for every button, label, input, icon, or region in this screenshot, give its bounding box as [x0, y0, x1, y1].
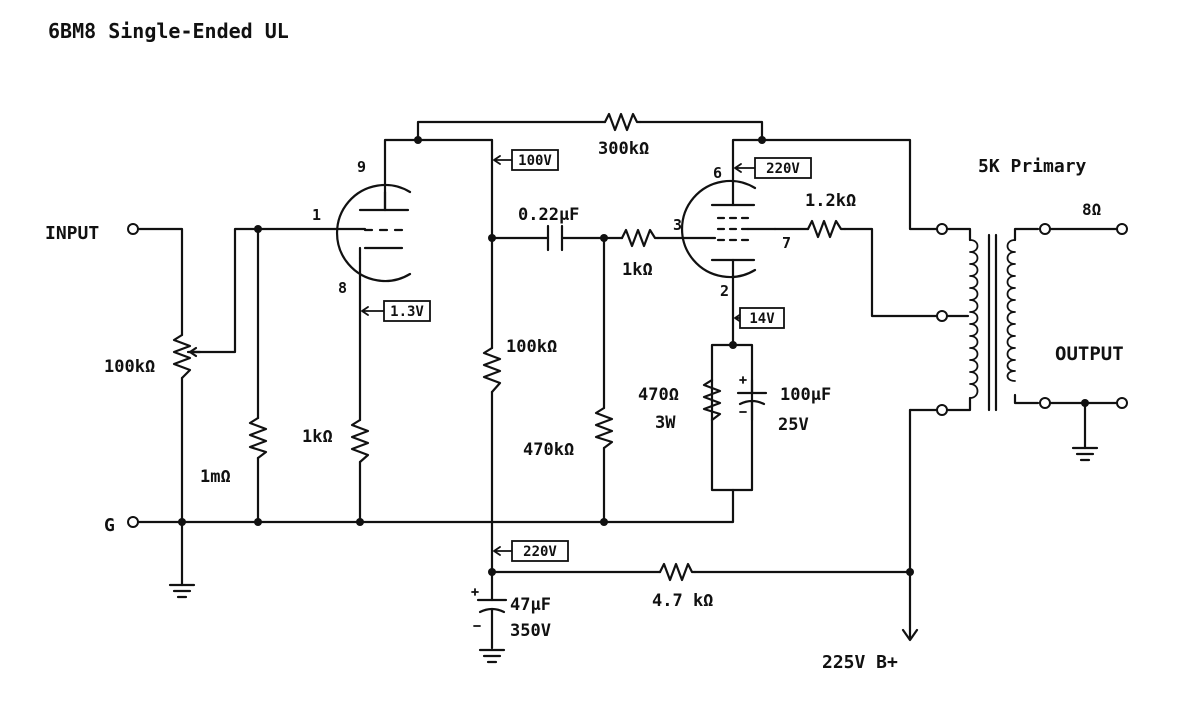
ground-symbol-supply [478, 648, 506, 664]
pin-3-label: 3 [673, 216, 682, 234]
pentode-grid-res-label: 470kΩ [523, 440, 574, 460]
bplus-arrow-icon [901, 628, 919, 642]
junction-dots [178, 136, 1089, 576]
diagram-title: 6BM8 Single-Ended UL [48, 19, 289, 43]
plate-load-resistor [482, 346, 502, 394]
filter-capacitor [471, 588, 508, 650]
secondary-bottom-terminal [1039, 397, 1051, 409]
grid-leak-resistor [248, 416, 268, 460]
plate-load-value-label: 100kΩ [506, 337, 557, 357]
supply-node-voltage: 220V [523, 544, 557, 560]
triode-cathode-resistor [350, 418, 370, 464]
voltage-tag-pentode-cathode: 14V [734, 307, 785, 329]
pentode-cathode-voltage: 14V [749, 311, 775, 327]
ground-symbol-output [1071, 446, 1099, 462]
grid-stopper-resistor [620, 228, 660, 248]
pin-9-label: 9 [357, 158, 366, 176]
screen-resistor [806, 219, 847, 239]
grid-stopper-value-label: 1kΩ [622, 260, 653, 280]
pin-1-label: 1 [312, 206, 321, 224]
pin-2-label: 2 [720, 282, 729, 300]
speaker-impedance-label: 8Ω [1082, 200, 1101, 219]
voltage-tag-pentode-plate: 220V [734, 157, 812, 179]
output-label: OUTPUT [1055, 343, 1124, 365]
cathode-res-power-label: 3W [655, 413, 676, 433]
primary-bottom-terminal [936, 404, 948, 416]
input-terminal [127, 223, 139, 235]
primary-label: 5K Primary [978, 156, 1087, 177]
pentode-tube [680, 179, 777, 280]
filter-res-value-label: 4.7 kΩ [652, 591, 713, 611]
pin-6-label: 6 [713, 164, 722, 182]
bypass-cap-value-label: 100μF [780, 385, 831, 405]
output-top-terminal [1116, 223, 1128, 235]
feedback-resistor [603, 112, 642, 132]
coupling-capacitor [546, 224, 564, 252]
bypass-cap-voltage-label: 25V [778, 415, 809, 435]
grid-leak-value-label: 1mΩ [200, 467, 231, 487]
pentode-grid-resistor [594, 406, 614, 450]
potentiometer [172, 333, 202, 380]
pot-value-label: 100kΩ [104, 357, 155, 377]
coupling-cap-value-label: 0.22μF [518, 205, 579, 225]
ground-label: G [104, 515, 115, 536]
primary-tap-terminal [936, 310, 948, 322]
ground-terminal [127, 516, 139, 528]
secondary-top-terminal [1039, 223, 1051, 235]
screen-res-value-label: 1.2kΩ [805, 191, 856, 211]
filter-cap-value-label: 47μF [510, 595, 551, 615]
triode-plate-voltage: 100V [518, 153, 552, 169]
wires [136, 120, 1120, 640]
output-bottom-terminal [1116, 397, 1128, 409]
filter-cap-voltage-label: 350V [510, 621, 551, 641]
output-transformer [969, 233, 1016, 412]
ground-symbol-input [168, 583, 196, 599]
triode-cathode-res-label: 1kΩ [302, 427, 333, 447]
pentode-plate-voltage: 220V [766, 161, 800, 177]
input-label: INPUT [45, 223, 99, 244]
pin-8-label: 8 [338, 279, 347, 297]
cathode-res-value-label: 470Ω [638, 385, 679, 405]
triode-tube [333, 183, 412, 283]
feedback-value-label: 300kΩ [598, 139, 649, 159]
pin-7-label: 7 [782, 234, 791, 252]
supply-label: 225V B+ [822, 652, 898, 673]
bypass-capacitor [736, 376, 768, 422]
voltage-tag-supply-node: 220V [493, 540, 569, 562]
voltage-tag-triode-plate: 100V [493, 149, 559, 171]
cathode-resistor [702, 378, 722, 422]
terminals [127, 223, 1128, 528]
triode-cathode-voltage: 1.3V [390, 304, 424, 320]
filter-resistor [658, 562, 697, 582]
primary-top-terminal [936, 223, 948, 235]
voltage-tag-triode-cathode: 1.3V [361, 300, 431, 322]
